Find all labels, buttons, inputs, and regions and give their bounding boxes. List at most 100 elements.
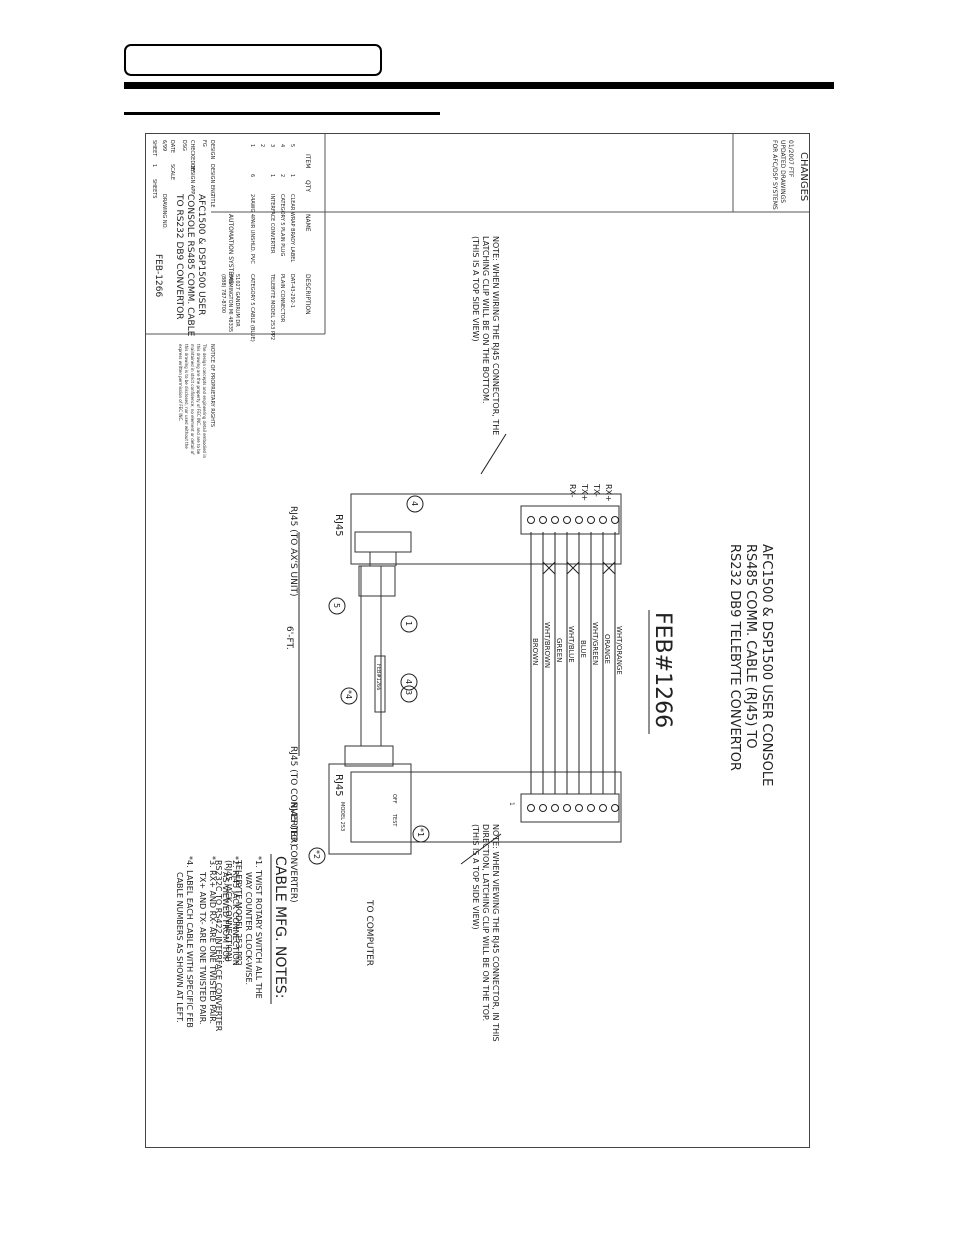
field-design: DESIGN <box>209 140 215 160</box>
balloon-4b: 4 <box>410 501 419 506</box>
bom-row-5-desc: CATEGORY 5 CABLE (BLUE) <box>249 274 255 342</box>
signal-rx-plus: RX+ <box>604 484 613 502</box>
note-item-6: TX+ AND TX- ARE ONE TWISTED PAIR. <box>198 871 207 1025</box>
left-pin-numbers: 1 <box>508 802 515 806</box>
drawing-no: FEB-1266 <box>153 254 163 297</box>
title-line-2: RS485 COMM. CABLE (RJ45) TO <box>743 544 758 749</box>
note-right-line-2: LATCHING CLIP WILL BE ON THE BOTTOM. <box>481 236 490 404</box>
changes-block: CHANGES 01/2007 FTF UPDATED DRAWINGS FOR… <box>211 134 809 213</box>
rotated-drawing: AFC1500 & DSP1500 USER CONSOLE RS485 COM… <box>146 134 809 1147</box>
bom-row-2-item: 4 <box>279 144 285 147</box>
wiring-diagram: AFC1500 & DSP1500 USER CONSOLE RS485 COM… <box>146 134 809 1042</box>
left-pin-circles <box>527 804 619 812</box>
left-rj45-caption: RJ45 (TO CONVERTER) <box>288 802 298 903</box>
assembly-star-4: *4 <box>344 690 353 699</box>
note-item-2: WAY COUNTER CLOCK-WISE. <box>244 872 253 985</box>
header-box <box>124 44 382 76</box>
changes-line-3: FOR AFC/DSP SYSTEMS <box>771 140 778 210</box>
bom-row-3-desc: TELEBYTE MODEL 253 PP2 <box>269 273 275 340</box>
field-date-value: 6/99 <box>161 140 167 151</box>
wire-label-3: WHT/GREEN <box>591 622 599 665</box>
field-design-value: FG <box>201 140 207 147</box>
converter-text-3: MODEL 253 <box>339 802 345 831</box>
bom-row-2-qty: 2 <box>279 174 285 177</box>
address-line-3: (888) 787-8700 <box>220 274 226 313</box>
drawing-title: AFC1500 & DSP1500 USER CONSOLE RS485 COM… <box>727 544 774 786</box>
changes-line-1: 01/2007 FTF <box>787 140 794 178</box>
twist-markers <box>542 561 616 575</box>
note-item-8: CABLE NUMBERS AS SHOWN AT LEFT. <box>175 872 184 1023</box>
right-pin-circles <box>527 516 619 524</box>
wire-label-6: GREEN <box>555 638 563 662</box>
bom-row-5-item: 1 <box>249 144 255 147</box>
address-line-1: 51027 GANDRUM DR <box>234 274 240 327</box>
title-line-1: AFC1500 & DSP1500 USER CONSOLE <box>759 544 774 786</box>
field-sheet-value: 1 <box>151 164 157 167</box>
field-date: DATE <box>169 140 175 153</box>
balloon-3: 3 <box>404 690 413 695</box>
title-block: ITEM QTY NAME DESCRIPTION 5 1 CLEAR WRAP… <box>146 134 326 458</box>
converter-text-2: TEST <box>391 813 397 827</box>
wire-labels: WHT/ORANGE ORANGE WHT/GREEN BLUE WHT/BLU… <box>531 622 623 675</box>
bom-header-description: DESCRIPTION <box>304 274 311 315</box>
drawing-no-label: DRAWING NO. <box>161 194 167 229</box>
note-left-line-1: NOTE: WHEN VIEWING THE RJ45 CONNECTOR, I… <box>491 824 500 1042</box>
balloon-5: 5 <box>332 603 341 608</box>
note-item-1: *1. TWIST ROTARY SWITCH ALL THE <box>254 856 263 999</box>
field-design-eng: DESIGN ENG <box>209 164 215 196</box>
field-checked-value: DSG <box>181 140 187 151</box>
title-line-3: RS232 DB9 TELEBYTE CONVERTOR <box>727 544 742 771</box>
left-rj45-label: RJ45 <box>333 774 344 797</box>
proprietary-line-2: this drawing are the property of FEC INC… <box>196 344 201 455</box>
field-design-app: DESIGN APP <box>189 164 195 194</box>
bom-row-1-qty: 1 <box>289 174 295 177</box>
feb-tag-1: FEB#1266 <box>375 664 381 690</box>
cable-notes-heading: CABLE MFG. NOTES: <box>272 856 288 998</box>
bom-row-5-name: 24AWG 4PAIR UNSHLD. PVC <box>249 194 255 264</box>
wire-set <box>530 532 616 794</box>
note-right: NOTE: WHEN WIRING THE RJ45 CONNECTOR, TH… <box>471 236 500 435</box>
proprietary-line-5: express written permission of FEC INC. <box>178 344 183 422</box>
drawing-frame: AFC1500 & DSP1500 USER CONSOLE RS485 COM… <box>145 133 810 1148</box>
bom-header-qty: QTY <box>304 180 311 192</box>
bom-row-2-name: CATEGORY 5 PLAIN PLUG <box>279 194 285 256</box>
note-right-line-1: NOTE: WHEN WIRING THE RJ45 CONNECTOR, TH… <box>491 236 500 435</box>
field-checked: CHECKED BY <box>189 140 195 173</box>
telebyte-line-2: (RJ45 JACK CONNECTION) <box>224 860 233 962</box>
bom-row-1-name: CLEAR WRAP BRADY LABEL <box>289 194 295 262</box>
note-right-line-3: (THIS IS A TOP SIDE VIEW) <box>471 236 480 342</box>
note-item-4: AS VIEWED FROM TOP. <box>221 872 230 963</box>
wire-label-5: WHT/BLUE <box>567 626 575 663</box>
bom-row-5-qty: 6 <box>249 174 255 177</box>
tb-title-line-1: AFC1500 & DSP1500 USER <box>196 194 206 315</box>
converter-text-1: OFF <box>391 794 397 804</box>
field-scale: SCALE <box>169 164 175 180</box>
length-label: 6'-FT. <box>284 626 294 650</box>
balloon-1: 1 <box>404 621 413 626</box>
cable-assembly: OFF TEST MODEL 253 FEB#1266 6'-FT. RJ45 … <box>214 495 430 1032</box>
note-left: NOTE: WHEN VIEWING THE RJ45 CONNECTOR, I… <box>471 824 500 1042</box>
bom-row-3-name: INTERFACE CONVERTER <box>269 194 275 254</box>
signal-rx-minus: RX- <box>568 484 577 498</box>
rj45-axis-label: RJ45 (TO AX'S UNIT) <box>288 506 298 597</box>
right-rj45-label: RJ45 <box>333 514 344 537</box>
bom-row-2-desc: PLAIN CONNECTOR <box>279 274 285 323</box>
field-sheets: SHEETS <box>151 179 157 198</box>
tb-title-line-3: TO RS232 DB9 CONVERTOR <box>174 193 184 320</box>
proprietary-line-4: this drawing is to be disclosed, nor use… <box>184 344 189 449</box>
left-note-marker: *2 <box>312 850 321 859</box>
right-rj45-connector: RJ45 RX+ TX- TX+ RX- <box>333 483 622 565</box>
tb-title-line-2: CONSOLE RS485 COMM. CABLE <box>185 194 195 337</box>
address-line-2: FARMINGTON MI 48335 <box>227 274 233 332</box>
note-item-3: *2. RJ45 JACK CONNECTION <box>231 856 240 966</box>
bom-row-3-qty: 1 <box>269 174 275 177</box>
rj45-converter-label: RJ45 (TO CONVERTER) <box>288 746 298 847</box>
bom-header-item: ITEM <box>304 154 311 168</box>
note-left-line-3: (THIS IS A TOP SIDE VIEW) <box>471 824 480 930</box>
balloon-4a: 4 <box>404 679 413 684</box>
feb-number-label: FEB#1266 <box>650 612 675 728</box>
wire-label-8: BROWN <box>531 638 539 665</box>
wire-label-1: WHT/ORANGE <box>615 626 623 675</box>
proprietary-heading: NOTICE OF PROPRIETARY RIGHTS <box>209 344 215 427</box>
header-rule-short <box>124 112 440 115</box>
